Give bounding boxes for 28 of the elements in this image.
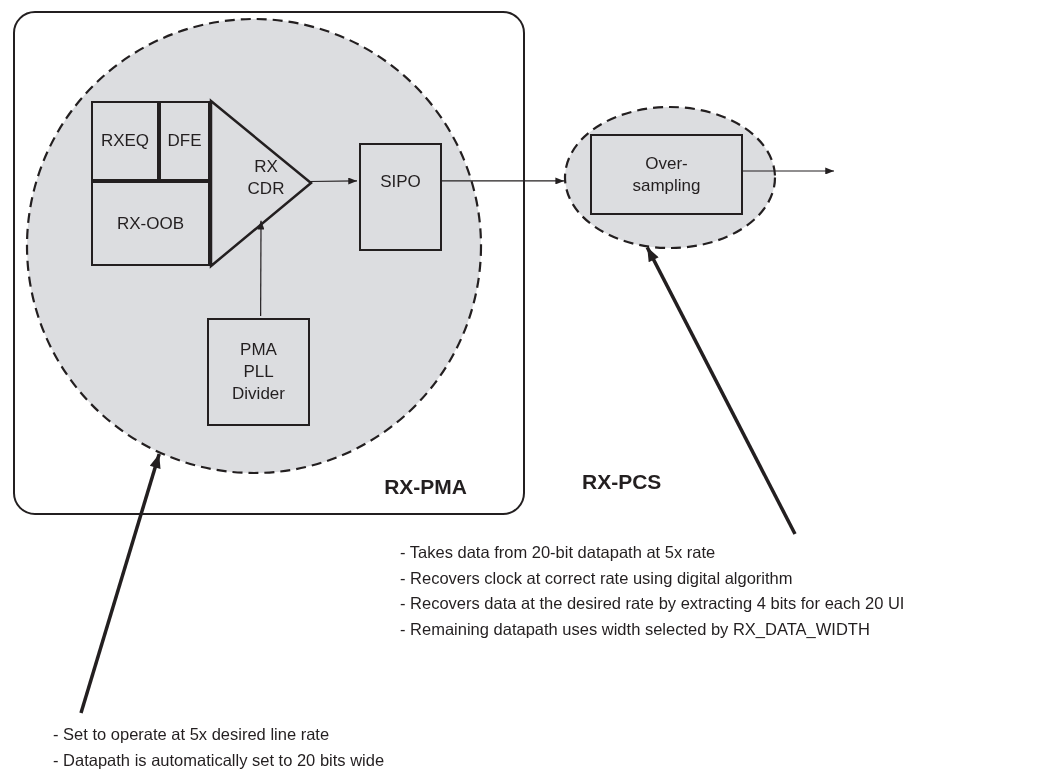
leader-arrow xyxy=(645,246,797,535)
process-box xyxy=(91,101,159,181)
leader-arrow xyxy=(79,453,161,714)
arrow xyxy=(308,177,358,185)
note-text: - Datapath is automatically set to 20 bits wide xyxy=(53,749,385,769)
block-label: PMA PLL Divider xyxy=(231,339,286,405)
block-label: Over- sampling xyxy=(631,152,702,197)
process-box xyxy=(159,101,210,181)
note-text: - Takes data from 20-bit datapath at 5x rate xyxy=(400,542,716,563)
process-box xyxy=(359,143,442,251)
block-label: SIPO xyxy=(380,171,421,193)
note-text: - Recovers data at the desired rate by extracting 4 bits for each 20 UI xyxy=(400,593,905,614)
arrow xyxy=(742,167,835,175)
arrow xyxy=(257,220,265,317)
block-label: RX-OOB xyxy=(116,212,185,235)
arrow xyxy=(439,177,565,185)
block-label: RX CDR xyxy=(246,156,286,200)
block-label: DFE xyxy=(167,130,202,152)
block-title: RX-PCS xyxy=(582,470,662,494)
process-box xyxy=(207,318,310,426)
note-text: - Recovers clock at correct rate using digital algorithm xyxy=(400,567,793,589)
note-text: - Remaining datapath uses width selected by RX_DATA_WIDTH xyxy=(400,618,870,640)
process-box xyxy=(590,134,743,215)
block-title: RX-PMA xyxy=(384,475,467,499)
block-boundary xyxy=(13,11,525,515)
process-box xyxy=(91,181,210,266)
note-text: - Set to operate at 5x desired line rate xyxy=(53,724,330,745)
block-label: RXEQ xyxy=(100,130,150,152)
